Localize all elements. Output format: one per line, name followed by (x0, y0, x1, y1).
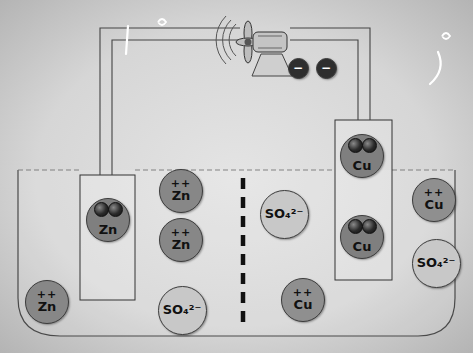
electrode-atom: Cu (340, 215, 384, 259)
electron: − (288, 58, 309, 79)
electrode-atom: Zn (86, 198, 130, 242)
motor-body (253, 32, 287, 52)
electron-dot (108, 202, 123, 217)
fan-hub (245, 39, 252, 46)
ion-label: − (293, 62, 303, 74)
pen-mark (430, 52, 441, 84)
charge-label: ++ (37, 289, 57, 300)
ion-label: Zn (99, 223, 118, 237)
motor-detail (258, 48, 282, 49)
fan-blade (244, 39, 252, 63)
copper-ion: ++Cu (281, 278, 325, 322)
ion-label: Zn (172, 238, 191, 252)
ion-label: SO₄²⁻ (265, 207, 304, 221)
zinc-ion: ++Zn (159, 218, 203, 262)
zinc-ion: ++Zn (159, 169, 203, 213)
sulfate-ion: SO₄²⁻ (158, 286, 207, 335)
ion-label: Cu (353, 159, 372, 173)
ion-label: Cu (294, 298, 313, 312)
zinc-ion: ++Zn (25, 280, 69, 324)
charge-label: ++ (424, 187, 444, 198)
charge-label: ++ (171, 227, 191, 238)
electrode-atom: Cu (340, 134, 384, 178)
zinc-electrode (80, 175, 135, 300)
ion-label: SO₄²⁻ (163, 303, 202, 317)
ion-label: Zn (38, 300, 57, 314)
pen-mark (442, 33, 450, 39)
electron-dot (94, 202, 109, 217)
electron-dot (362, 138, 377, 153)
sulfate-ion: SO₄²⁻ (412, 239, 461, 288)
ion-label: Zn (172, 189, 191, 203)
charge-label: ++ (293, 287, 313, 298)
electron-dot (348, 138, 363, 153)
salt-bridge-membrane (241, 178, 246, 328)
sulfate-ion: SO₄²⁻ (260, 190, 309, 239)
fan-motor (216, 16, 292, 76)
copper-ion: ++Cu (412, 178, 456, 222)
pen-mark (126, 26, 128, 54)
left-wire (100, 28, 240, 175)
ion-label: Cu (353, 240, 372, 254)
electron: − (316, 58, 337, 79)
motor-detail (258, 36, 282, 37)
copper-electrode (335, 120, 392, 280)
ion-label: Cu (425, 198, 444, 212)
ion-label: SO₄²⁻ (417, 256, 456, 270)
charge-label: ++ (171, 178, 191, 189)
fan-stand (252, 54, 292, 76)
motion-arcs (216, 16, 236, 64)
pen-mark (158, 19, 166, 25)
fan-blade (244, 21, 252, 45)
ion-label: − (321, 62, 331, 74)
electron-dot (348, 219, 363, 234)
electron-dot (362, 219, 377, 234)
